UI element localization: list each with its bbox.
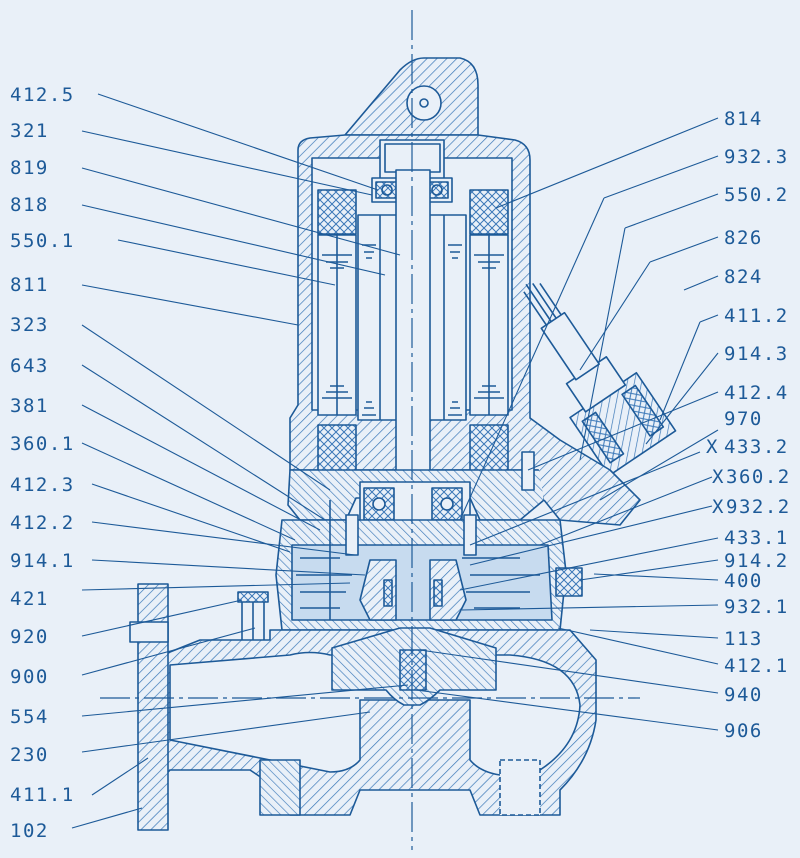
label-932-3: 932.3 — [724, 146, 789, 168]
label-906: 906 — [724, 720, 763, 742]
x-mark-433-2: X — [706, 436, 719, 458]
label-914-2: 914.2 — [724, 550, 789, 572]
label-411-1: 411.1 — [10, 784, 75, 806]
cable-entry — [523, 282, 677, 477]
stator-core — [317, 234, 509, 416]
stator-winding-top-right — [469, 189, 509, 235]
label-360-1: 360.1 — [10, 433, 75, 455]
stator-winding-bottom-right — [469, 424, 509, 474]
label-818: 818 — [10, 194, 49, 216]
label-400: 400 — [724, 570, 763, 592]
stator-winding-top-left — [317, 189, 357, 235]
label-824: 824 — [724, 266, 763, 288]
label-323: 323 — [10, 314, 49, 336]
pump-casing — [129, 583, 597, 831]
label-433-2: 433.2 — [724, 436, 789, 458]
label-814: 814 — [724, 108, 763, 130]
label-360-2: 360.2 — [726, 466, 791, 488]
x-mark-932-2: X — [712, 496, 725, 518]
label-412-5: 412.5 — [10, 84, 75, 106]
label-643: 643 — [10, 355, 49, 377]
label-826: 826 — [724, 227, 763, 249]
label-412-3: 412.3 — [10, 474, 75, 496]
x-mark-360-2: X — [712, 466, 725, 488]
label-230: 230 — [10, 744, 49, 766]
label-113: 113 — [724, 628, 763, 650]
label-900: 900 — [10, 666, 49, 688]
label-819: 819 — [10, 157, 49, 179]
label-914-3: 914.3 — [724, 343, 789, 365]
oil-chamber — [275, 500, 583, 631]
label-412-2: 412.2 — [10, 512, 75, 534]
label-550-2: 550.2 — [724, 184, 789, 206]
label-932-2: 932.2 — [726, 496, 791, 518]
label-102: 102 — [10, 820, 49, 842]
label-970: 970 — [724, 408, 763, 430]
label-920: 920 — [10, 626, 49, 648]
stator-winding-bottom-left — [317, 424, 357, 474]
label-811: 811 — [10, 274, 49, 296]
lower-bearing — [363, 487, 463, 521]
label-433-1: 433.1 — [724, 527, 789, 549]
label-554: 554 — [10, 706, 49, 728]
label-940: 940 — [724, 684, 763, 706]
lifting-eye — [344, 57, 479, 136]
label-321: 321 — [10, 120, 49, 142]
label-411-2: 411.2 — [724, 305, 789, 327]
label-932-1: 932.1 — [724, 596, 789, 618]
label-550-1: 550.1 — [10, 230, 75, 252]
label-914-1: 914.1 — [10, 550, 75, 572]
label-421: 421 — [10, 588, 49, 610]
bearing-bracket — [287, 469, 545, 527]
leader-lines — [71, 93, 719, 829]
label-381: 381 — [10, 395, 49, 417]
label-412-1: 412.1 — [724, 655, 789, 677]
label-412-4: 412.4 — [724, 382, 789, 404]
